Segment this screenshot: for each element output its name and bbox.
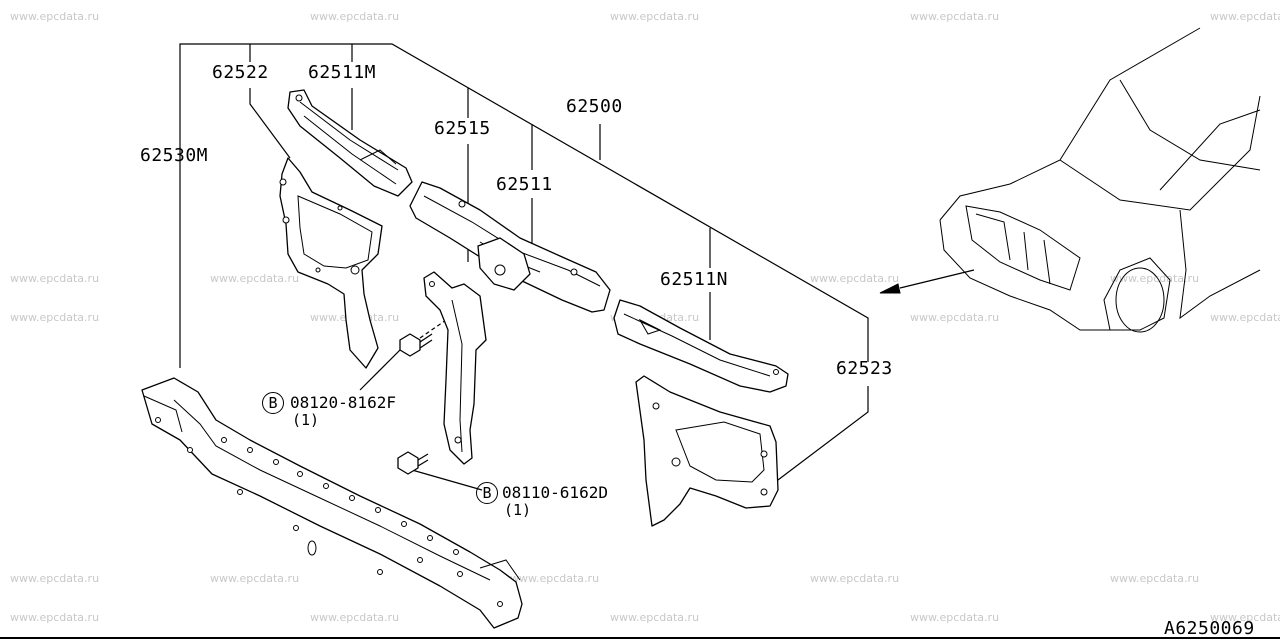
mounting-hole: [221, 437, 227, 443]
watermark: www.epcdata.ru: [910, 311, 1000, 324]
label-62511N: 62511N: [660, 269, 729, 290]
mounting-hole: [323, 483, 329, 489]
mounting-hole: [457, 571, 463, 577]
watermark: www.epcdata.ru: [610, 10, 700, 23]
mounting-hole: [417, 557, 423, 563]
watermark: www.epcdata.ru: [910, 10, 1000, 23]
watermark: www.epcdata.ru: [1110, 572, 1200, 585]
label-62522: 62522: [212, 62, 269, 83]
watermark: www.epcdata.ru: [810, 272, 900, 285]
watermark: www.epcdata.ru: [810, 572, 900, 585]
label-62530M: 62530M: [140, 145, 209, 166]
mounting-hole: [401, 521, 407, 527]
bolt-symbol-b: B: [262, 392, 284, 414]
watermark: www.epcdata.ru: [10, 611, 100, 624]
watermark: www.epcdata.ru: [310, 611, 400, 624]
watermark: www.epcdata.ru: [210, 572, 300, 585]
bolt-part-number: 08110-6162D: [502, 483, 608, 502]
watermark: www.epcdata.ru: [10, 311, 100, 324]
bolt-symbol-b: B: [476, 482, 498, 504]
bolt-upper: [399, 333, 433, 357]
mounting-hole: [155, 417, 161, 423]
bolt-quantity: (1): [504, 501, 532, 519]
watermark: www.epcdata.ru: [310, 10, 400, 23]
label-62500: 62500: [566, 96, 623, 117]
label-62511M: 62511M: [308, 62, 377, 83]
part-upper-right-bracket: [613, 299, 789, 393]
watermark: www.epcdata.ru: [610, 611, 700, 624]
part-upper-left-bracket: [287, 89, 413, 197]
part-right-side-panel: [635, 375, 779, 527]
mounting-hole: [297, 471, 303, 477]
mounting-hole: [375, 507, 381, 513]
watermark: www.epcdata.ru: [910, 611, 1000, 624]
mounting-hole: [453, 549, 459, 555]
mounting-hole: [273, 459, 279, 465]
mounting-hole: [187, 447, 193, 453]
part-left-side-panel: [279, 157, 383, 369]
mounting-hole: [247, 447, 253, 453]
watermark: www.epcdata.ru: [1210, 311, 1280, 324]
label-62511: 62511: [496, 174, 553, 195]
bolt-lower: [397, 451, 429, 475]
mounting-hole: [237, 489, 243, 495]
mounting-hole: [427, 535, 433, 541]
part-lower-support: [141, 377, 523, 629]
watermark: www.epcdata.ru: [1110, 272, 1200, 285]
bolt-part-number: 08120-8162F: [290, 393, 396, 412]
mounting-hole: [377, 569, 383, 575]
bolt-quantity: (1): [292, 411, 320, 429]
label-62523: 62523: [836, 358, 893, 379]
vehicle-reference: [879, 27, 1261, 333]
mounting-hole: [293, 525, 299, 531]
watermark: www.epcdata.ru: [210, 272, 300, 285]
watermark: www.epcdata.ru: [1210, 611, 1280, 624]
watermark: www.epcdata.ru: [10, 272, 100, 285]
watermark: www.epcdata.ru: [510, 572, 600, 585]
part-upper-center-support: [409, 181, 611, 313]
part-center-vertical-bracket: [423, 271, 487, 465]
mounting-hole: [497, 601, 503, 607]
watermark: www.epcdata.ru: [10, 572, 100, 585]
watermark: www.epcdata.ru: [10, 10, 100, 23]
bottom-rule: [0, 637, 1280, 639]
mounting-hole: [349, 495, 355, 501]
watermark: www.epcdata.ru: [1210, 10, 1280, 23]
diagram-id: A6250069: [1164, 618, 1255, 639]
label-62515: 62515: [434, 118, 491, 139]
